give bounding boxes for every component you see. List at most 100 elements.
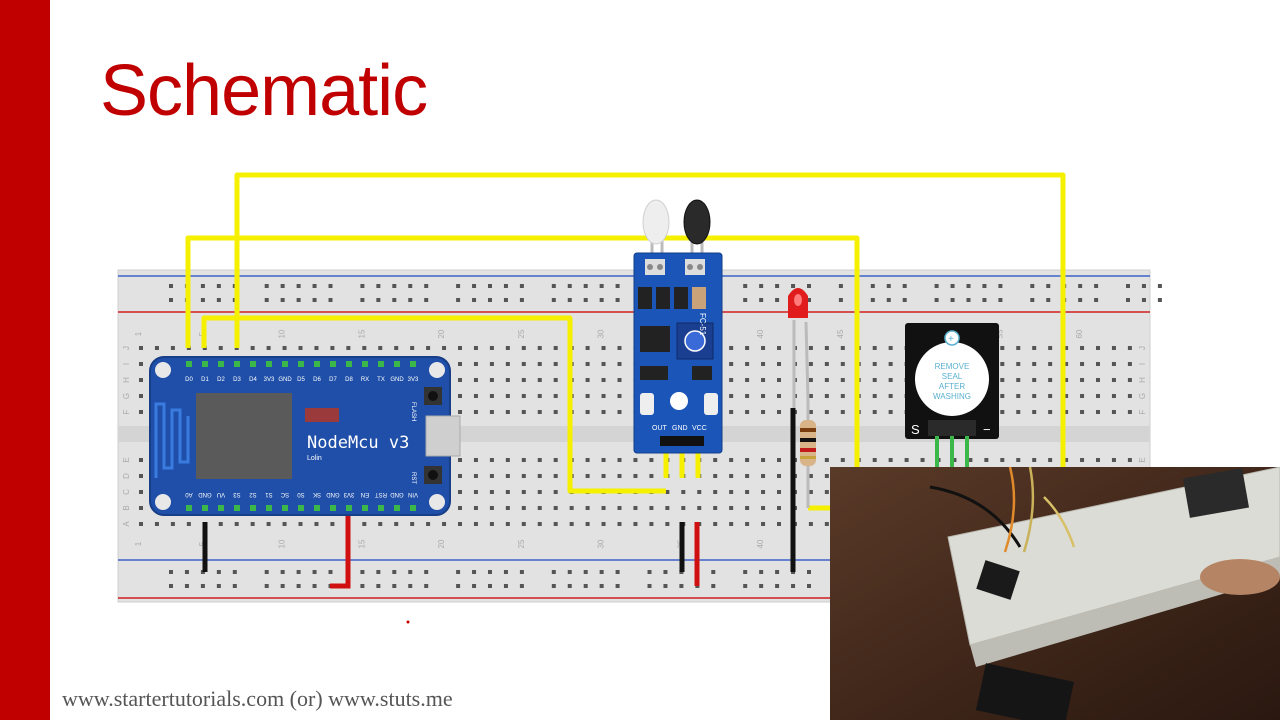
breadboard-hole xyxy=(553,506,558,510)
breadboard-rail-hole xyxy=(519,298,524,302)
board-header-pin xyxy=(330,361,336,367)
esp-module xyxy=(196,393,292,479)
breadboard-hole xyxy=(745,506,750,510)
breadboard-hole xyxy=(649,522,654,526)
breadboard-hole xyxy=(1096,346,1100,350)
breadboard-rail-hole xyxy=(567,570,572,574)
row-letter: F xyxy=(1138,409,1147,414)
board-bottom-pin-label: S3 xyxy=(233,491,241,497)
breadboard-rail-hole xyxy=(1030,284,1035,288)
breadboard-hole xyxy=(298,522,303,526)
breadboard-hole xyxy=(521,346,526,350)
breadboard-rail-hole xyxy=(870,298,875,302)
breadboard-hole xyxy=(729,362,734,366)
breadboard-hole xyxy=(521,474,526,478)
breadboard-hole xyxy=(601,394,606,398)
board-header-pin xyxy=(266,361,272,367)
board-header-pin xyxy=(186,361,192,367)
breadboard-hole xyxy=(617,458,622,462)
breadboard-hole xyxy=(872,410,877,414)
breadboard-hole xyxy=(139,362,143,366)
breadboard-hole xyxy=(713,458,718,462)
breadboard-hole xyxy=(601,506,606,510)
column-number-bottom: 40 xyxy=(756,539,765,548)
breadboard-rail-hole xyxy=(743,584,748,588)
breadboard-rail-hole xyxy=(488,584,492,588)
breadboard-hole xyxy=(761,378,766,382)
breadboard-hole xyxy=(458,506,462,510)
breadboard-rail-hole xyxy=(647,570,652,574)
board-header-pin xyxy=(314,505,320,511)
column-number-top: 20 xyxy=(437,329,446,338)
breadboard-hole xyxy=(218,522,223,526)
breadboard-hole xyxy=(840,394,845,398)
column-number-top: 15 xyxy=(357,329,366,338)
breadboard-rail-hole xyxy=(216,298,221,302)
breadboard-hole xyxy=(489,474,494,478)
column-number-top: 25 xyxy=(517,329,526,338)
breadboard-rail-hole xyxy=(1094,298,1099,302)
breadboard-hole xyxy=(920,458,925,462)
row-letter: H xyxy=(1138,377,1147,383)
breadboard-hole xyxy=(840,410,845,414)
breadboard-hole xyxy=(505,490,510,494)
board-header-pin xyxy=(378,505,384,511)
breadboard-rail-hole xyxy=(488,570,492,574)
breadboard-hole xyxy=(489,490,494,494)
breadboard-hole xyxy=(426,522,431,526)
breadboard-hole xyxy=(585,346,590,350)
breadboard-rail-hole xyxy=(1141,298,1146,302)
breadboard-hole xyxy=(314,346,319,350)
breadboard-rail-hole xyxy=(312,284,317,288)
breadboard-hole xyxy=(1000,346,1005,350)
breadboard-hole xyxy=(617,522,622,526)
breadboard-hole xyxy=(314,522,319,526)
breadboard-rail-hole xyxy=(408,584,413,588)
breadboard-hole xyxy=(601,474,606,478)
breadboard-hole xyxy=(458,394,462,398)
breadboard-hole xyxy=(745,394,750,398)
breadboard-hole xyxy=(888,362,893,366)
breadboard-hole xyxy=(426,346,431,350)
breadboard-hole xyxy=(139,346,143,350)
breadboard-hole xyxy=(553,378,558,382)
breadboard-hole xyxy=(139,522,143,526)
breadboard-hole xyxy=(697,506,702,510)
breadboard-rail-hole xyxy=(503,298,508,302)
breadboard-hole xyxy=(410,346,415,350)
breadboard-hole xyxy=(1048,346,1053,350)
breadboard-hole xyxy=(1127,362,1132,366)
board-header-pin xyxy=(250,361,256,367)
breadboard-hole xyxy=(1127,346,1132,350)
breadboard-rail-hole xyxy=(615,298,620,302)
board-top-pin-label: D5 xyxy=(297,377,305,383)
breadboard-rail-hole xyxy=(408,284,413,288)
breadboard-rail-hole xyxy=(264,584,269,588)
breadboard-hole xyxy=(745,410,750,414)
breadboard-rail-hole xyxy=(312,298,317,302)
breadboard-hole xyxy=(458,346,462,350)
breadboard-hole xyxy=(888,346,893,350)
breadboard-hole xyxy=(777,394,781,398)
breadboard-hole xyxy=(505,458,510,462)
column-number-top: 1 xyxy=(134,331,143,336)
breadboard-hole xyxy=(729,506,734,510)
breadboard-hole xyxy=(473,458,478,462)
breadboard-rail-hole xyxy=(743,570,748,574)
board-bottom-pin-label: VU xyxy=(217,491,225,497)
row-letter: I xyxy=(1138,363,1147,365)
row-letter: C xyxy=(122,489,131,495)
breadboard-hole xyxy=(808,522,813,526)
breadboard-hole xyxy=(713,506,718,510)
resistor xyxy=(800,400,816,508)
breadboard-rail-hole xyxy=(392,284,397,288)
board-bottom-pin-label: GND xyxy=(198,491,212,497)
breadboard-hole xyxy=(888,410,893,414)
breadboard-hole xyxy=(1032,410,1037,414)
breadboard-hole xyxy=(601,378,606,382)
breadboard-hole xyxy=(808,474,813,478)
breadboard-rail-hole xyxy=(583,284,588,288)
breadboard-hole xyxy=(1048,378,1053,382)
breadboard-hole xyxy=(729,394,734,398)
